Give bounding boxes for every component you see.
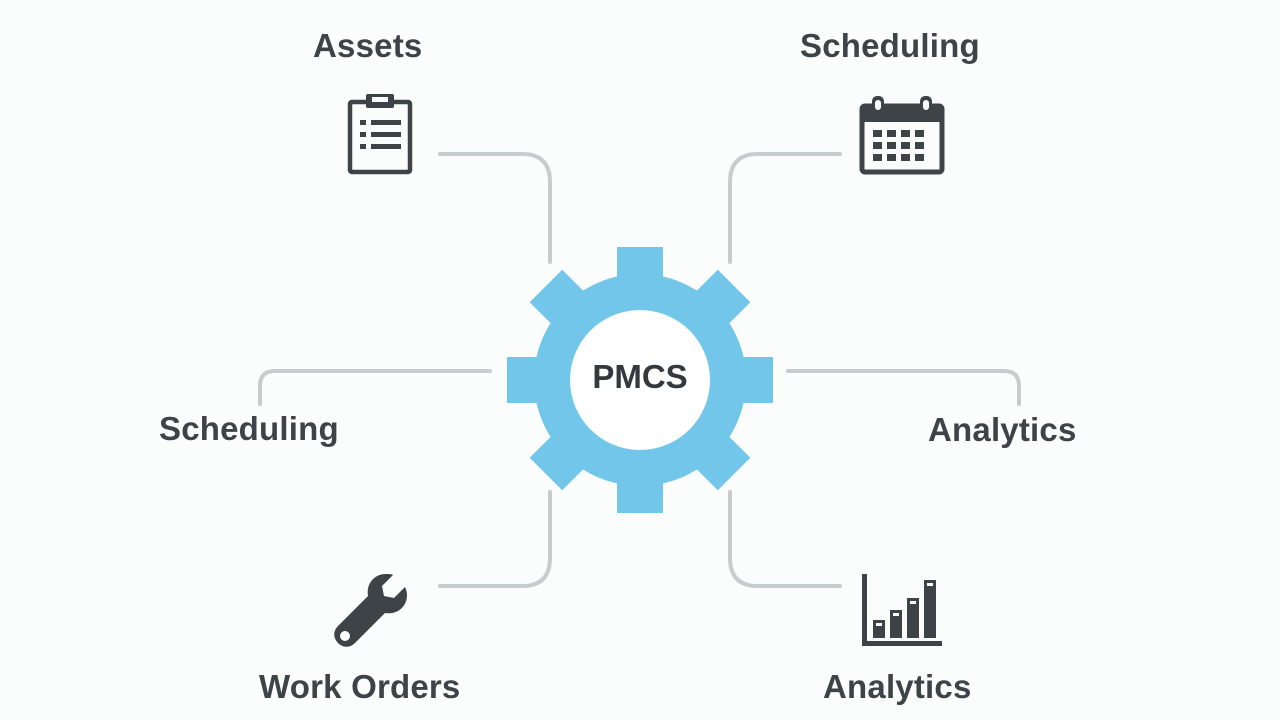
connector-middle-right — [786, 369, 1021, 406]
clipboard-icon — [347, 94, 413, 175]
connector-middle-left — [258, 369, 492, 406]
calendar-icon — [859, 96, 945, 175]
wrench-icon — [334, 574, 407, 647]
center-label-pmcs: PMCS — [592, 358, 688, 395]
node-label-work-orders: Work Orders — [259, 668, 461, 705]
connector-top-right — [728, 152, 842, 264]
connector-bottom-left — [438, 490, 552, 588]
node-label-analytics-right: Analytics — [928, 411, 1077, 448]
node-label-scheduling-left: Scheduling — [159, 410, 339, 447]
gear-icon — [507, 247, 773, 513]
node-label-analytics-bottom: Analytics — [823, 668, 972, 705]
connector-top-left — [438, 152, 552, 264]
bar-chart-icon — [862, 574, 942, 646]
node-label-assets: Assets — [313, 27, 423, 64]
node-label-scheduling-top: Scheduling — [800, 27, 980, 64]
connector-bottom-right — [728, 490, 842, 588]
